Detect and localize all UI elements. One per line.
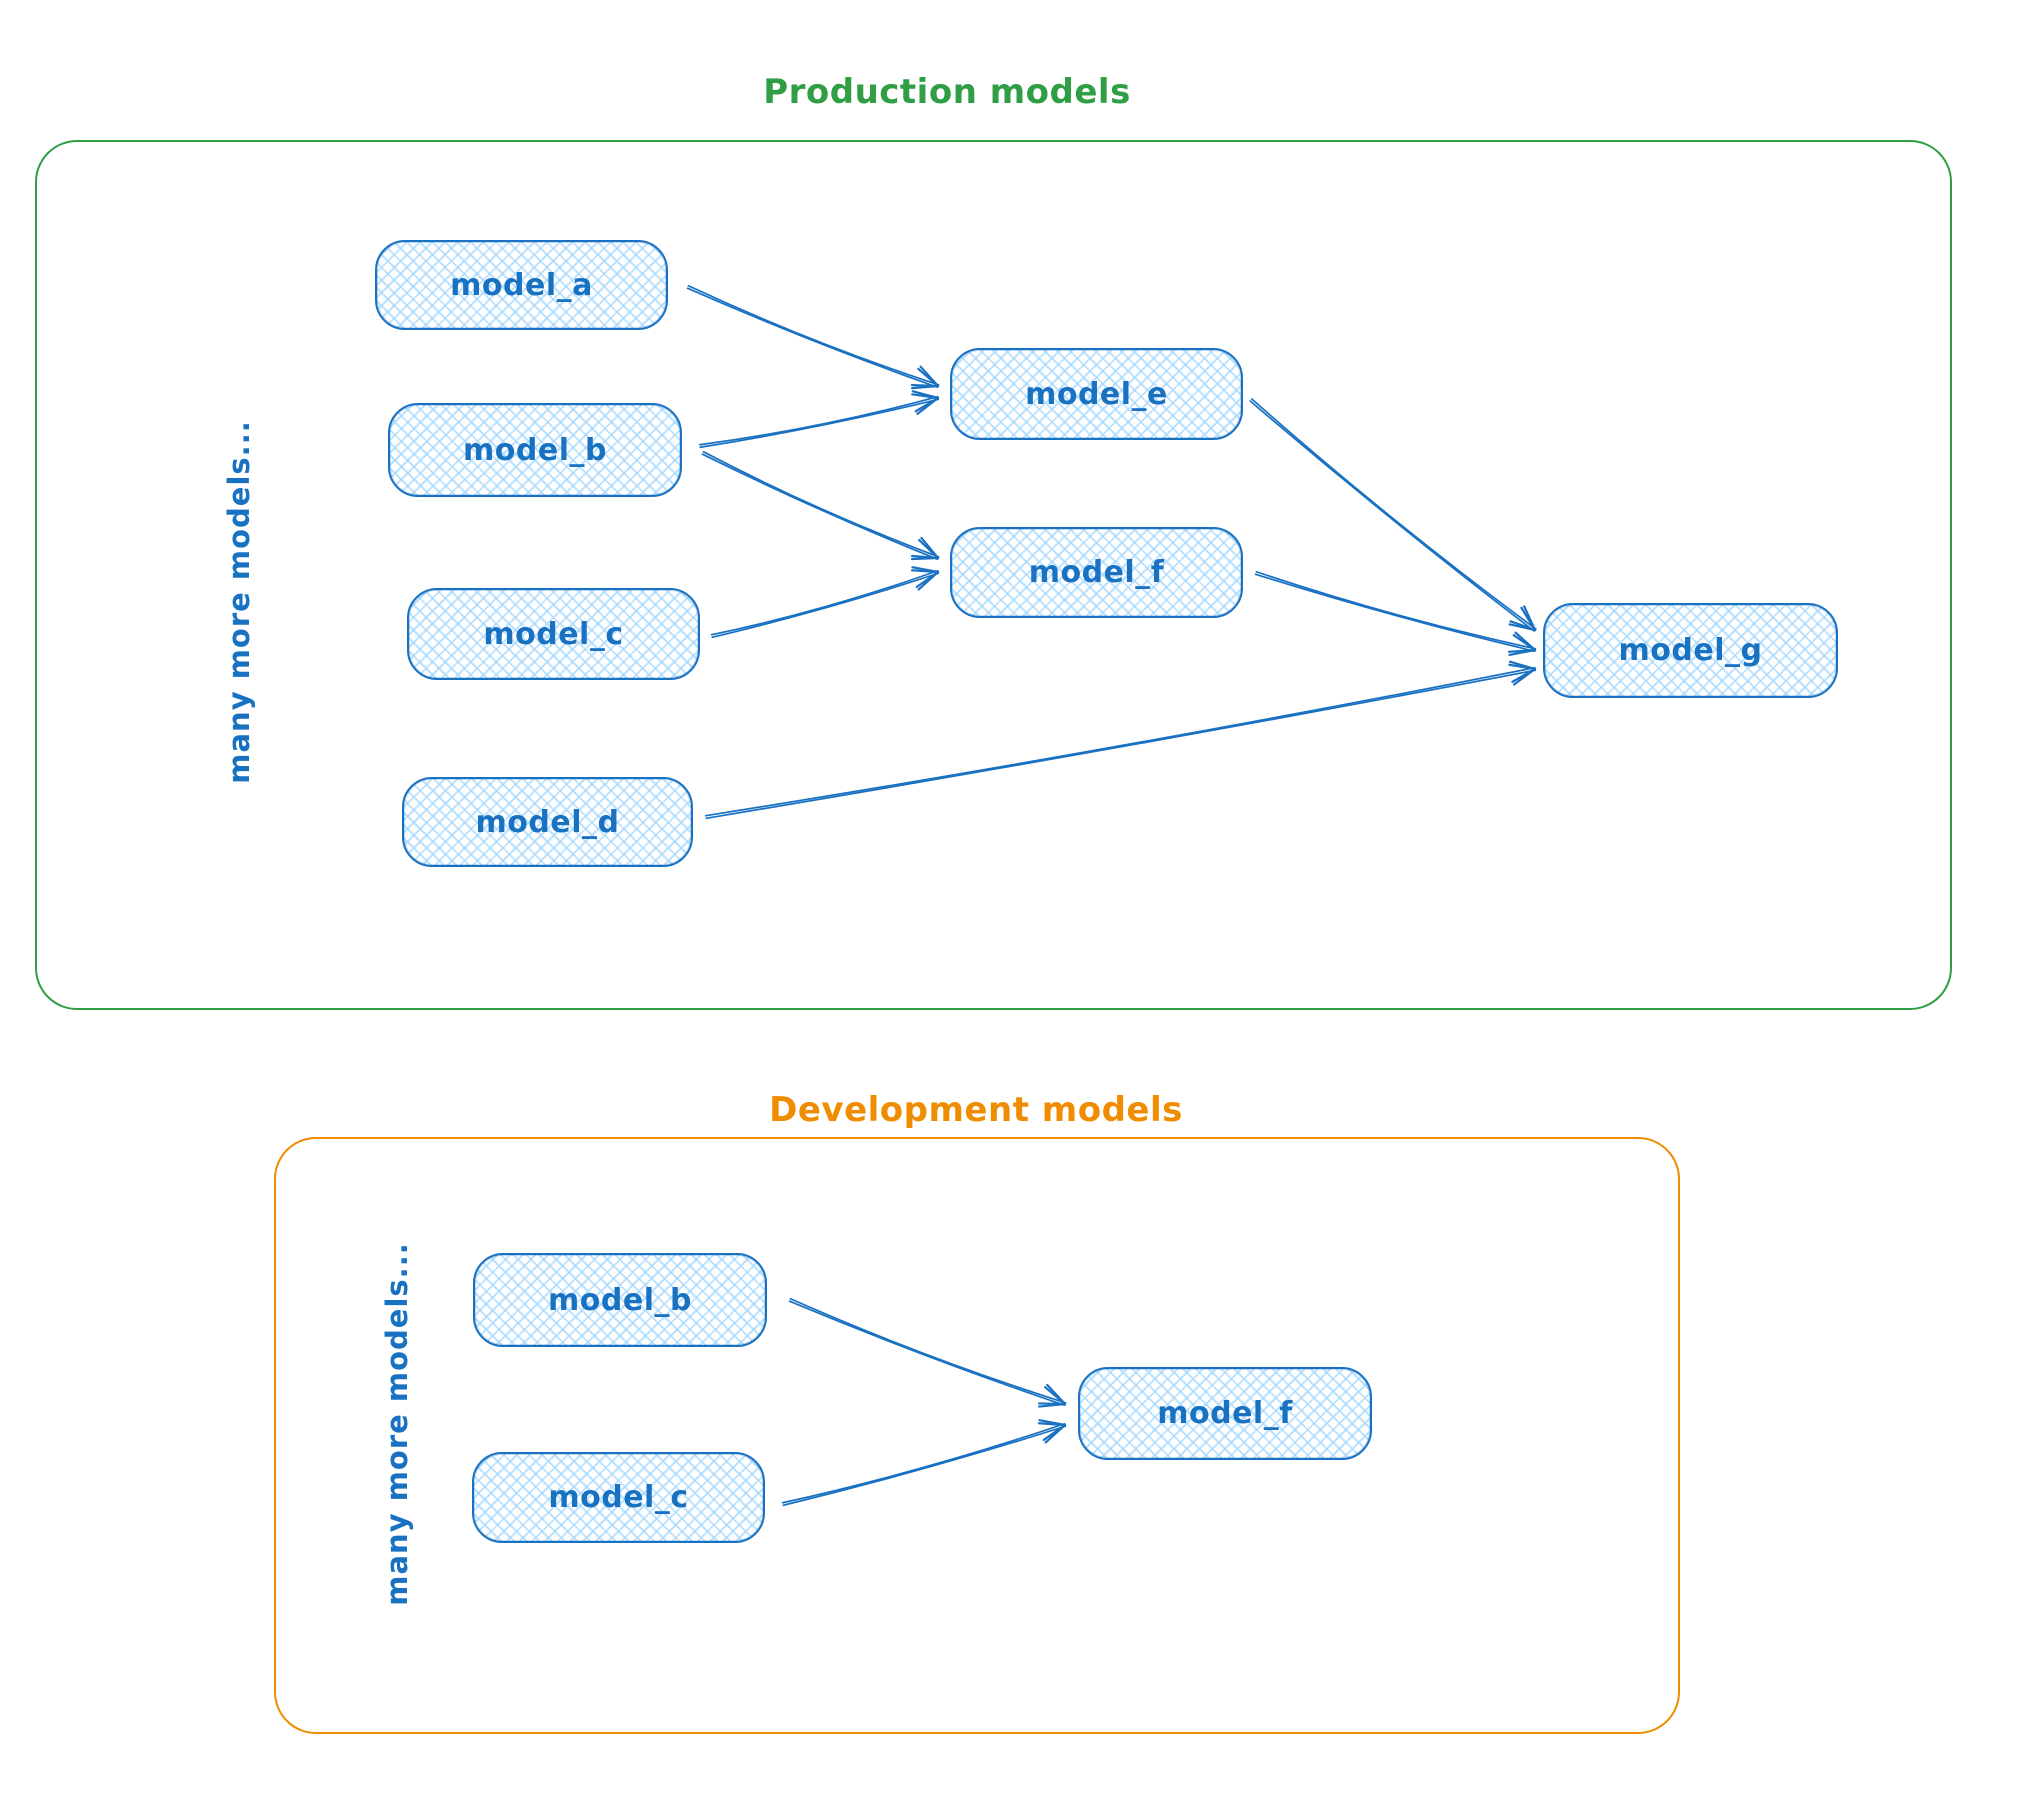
node-label: model_b — [548, 1282, 692, 1318]
production-side-label: many more models... — [222, 420, 256, 784]
node-label: model_g — [1618, 633, 1763, 668]
node-label: model_a — [450, 267, 593, 303]
node-production-model-e[interactable]: model_e — [950, 348, 1243, 440]
node-development-model-c[interactable]: model_c — [472, 1452, 765, 1543]
node-production-model-a[interactable]: model_a — [375, 240, 668, 330]
node-development-model-f[interactable]: model_f — [1078, 1367, 1372, 1460]
node-production-model-f[interactable]: model_f — [950, 527, 1243, 618]
node-label: model_d — [475, 804, 620, 840]
node-label: model_f — [1028, 555, 1165, 590]
development-title: Development models — [769, 1090, 1183, 1130]
node-production-model-d[interactable]: model_d — [402, 777, 693, 867]
node-production-model-g[interactable]: model_g — [1543, 603, 1838, 698]
development-side-label: many more models... — [380, 1242, 414, 1606]
production-frame[interactable] — [35, 140, 1952, 1010]
node-label: model_c — [483, 616, 624, 652]
node-production-model-b[interactable]: model_b — [388, 403, 682, 497]
development-frame[interactable] — [274, 1137, 1680, 1734]
node-label: model_b — [463, 432, 607, 468]
node-label: model_c — [548, 1480, 689, 1515]
production-title: Production models — [763, 72, 1131, 112]
node-development-model-b[interactable]: model_b — [473, 1253, 767, 1347]
node-label: model_e — [1025, 376, 1168, 412]
node-production-model-c[interactable]: model_c — [407, 588, 700, 680]
node-label: model_f — [1157, 1396, 1293, 1431]
